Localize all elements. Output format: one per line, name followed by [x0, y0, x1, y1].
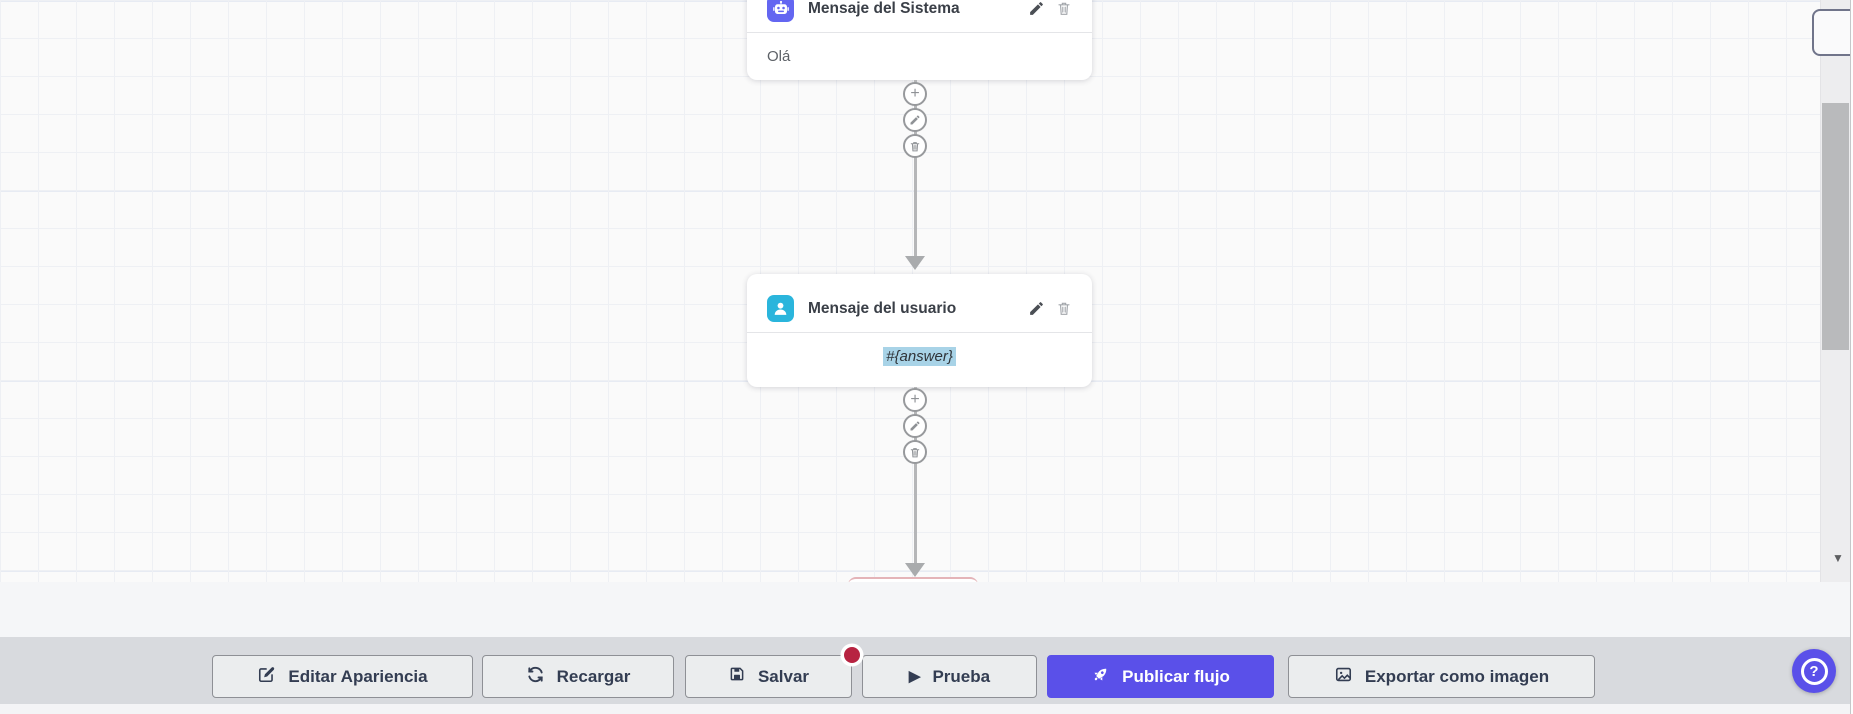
button-label: Editar Apariencia: [288, 666, 428, 686]
refresh-icon: [526, 665, 545, 689]
user-icon: [767, 295, 794, 322]
connector-delete-button[interactable]: [903, 134, 927, 158]
play-icon: ▶: [908, 668, 921, 685]
node-title: Mensaje del Sistema: [808, 0, 960, 17]
help-glyph: ?: [1809, 662, 1819, 680]
button-label: Prueba: [932, 666, 991, 686]
reload-button[interactable]: Recargar: [482, 655, 674, 698]
publish-flow-button[interactable]: Publicar flujo: [1047, 655, 1274, 698]
export-image-button[interactable]: Exportar como imagen: [1288, 655, 1595, 698]
node-title: Mensaje del usuario: [808, 299, 957, 317]
vertical-scrollbar-thumb[interactable]: [1822, 103, 1849, 350]
save-icon: [728, 665, 746, 688]
edit-square-icon: [257, 665, 276, 689]
plus-icon: +: [910, 85, 920, 102]
node-body: Olá: [767, 48, 791, 65]
question-mark-icon: ?: [1800, 657, 1828, 685]
connector-edit-button[interactable]: [903, 414, 927, 438]
canvas-footer-band: [0, 582, 1853, 637]
next-node-peek: [848, 577, 978, 582]
connector-delete-button[interactable]: [903, 440, 927, 464]
connector-edit-button[interactable]: [903, 108, 927, 132]
button-label: Publicar flujo: [1122, 666, 1230, 686]
connector-add-button[interactable]: +: [903, 388, 927, 412]
connector-arrowhead: [905, 563, 925, 577]
node-actions: [1028, 300, 1072, 317]
robot-icon: [767, 0, 794, 22]
delete-node-icon[interactable]: [1056, 300, 1072, 317]
save-button[interactable]: Salvar: [685, 655, 852, 698]
connector-add-button[interactable]: +: [903, 82, 927, 106]
delete-node-icon[interactable]: [1056, 0, 1072, 17]
connector-arrowhead: [905, 256, 925, 270]
canvas-control-box[interactable]: [1812, 9, 1853, 56]
edit-node-icon[interactable]: [1028, 300, 1045, 317]
button-label: Salvar: [757, 666, 810, 686]
node-user-message[interactable]: Mensaje del usuario #{answer}: [747, 274, 1092, 387]
image-icon: [1334, 665, 1353, 689]
edit-node-icon[interactable]: [1028, 0, 1045, 17]
answer-variable-text: #{answer}: [883, 347, 956, 366]
connector-line: [914, 387, 917, 565]
unsaved-changes-badge: [844, 647, 860, 663]
flow-canvas[interactable]: Mensaje del Sistema Olá: [0, 0, 1821, 582]
connector-line: [914, 80, 917, 258]
bottom-strip: [0, 704, 1853, 714]
node-header: Mensaje del Sistema: [747, 0, 1092, 22]
button-label: Exportar como imagen: [1364, 666, 1550, 686]
scroll-down-arrow-icon[interactable]: ▼: [1832, 551, 1844, 565]
window-edge-strip: [1850, 0, 1853, 714]
button-label: Recargar: [556, 666, 631, 686]
edit-appearance-button[interactable]: Editar Apariencia: [212, 655, 473, 698]
test-button[interactable]: ▶ Prueba: [862, 655, 1037, 698]
node-system-message[interactable]: Mensaje del Sistema Olá: [747, 0, 1092, 80]
rocket-icon: [1091, 665, 1110, 689]
plus-icon: +: [910, 391, 920, 408]
node-divider: [747, 332, 1092, 333]
node-header: Mensaje del usuario: [747, 274, 1092, 322]
node-body: #{answer}: [747, 333, 1092, 380]
node-divider: [747, 32, 1092, 33]
node-actions: [1028, 0, 1072, 17]
help-button[interactable]: ?: [1792, 649, 1836, 693]
